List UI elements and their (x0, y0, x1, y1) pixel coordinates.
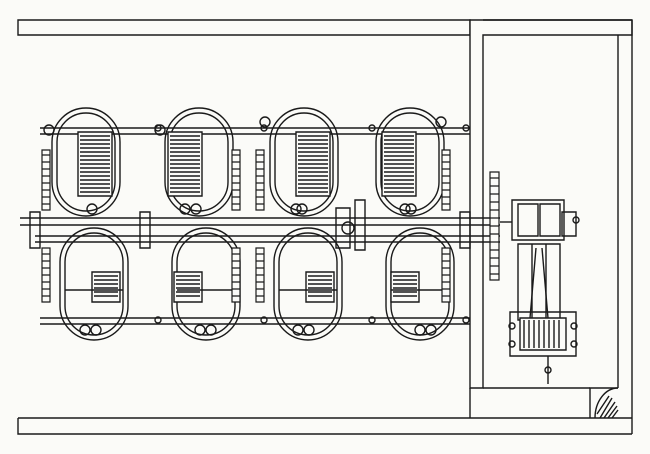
upper-vessel-1 (44, 108, 120, 216)
upper-vessel-2 (155, 108, 233, 216)
lower-vessel-1 (60, 228, 128, 340)
upper-vessel-4 (376, 108, 446, 216)
gear-wheels (42, 150, 499, 302)
lower-vessel-3 (274, 228, 342, 340)
room-walls (18, 20, 632, 434)
lower-vessel-2 (172, 228, 240, 340)
upper-vessel-3 (260, 108, 338, 216)
steam-engine (500, 200, 579, 384)
lower-vessel-4 (386, 228, 454, 340)
upper-vessel-row (44, 108, 446, 216)
lower-vessel-row (60, 228, 454, 340)
spiral-stair (590, 388, 618, 418)
shaft-bearings (30, 125, 470, 323)
